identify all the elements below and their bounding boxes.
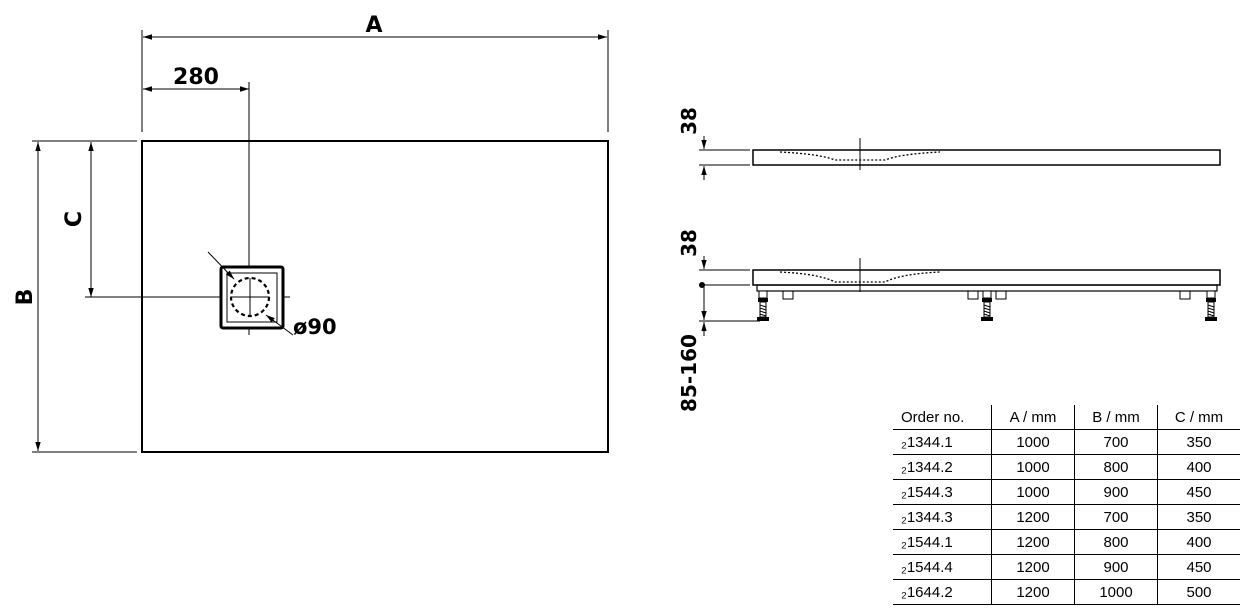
cell-order-no: ₂1544.3 [893,479,992,505]
cell-c: 350 [1157,429,1240,455]
frame-bracket-icon [995,290,1007,300]
table-row: ₂1344.1 1000 700 350 [893,429,1240,455]
cell-order-no: ₂1544.4 [893,554,992,580]
cell-b: 900 [1074,479,1158,505]
cell-order-no: ₂1344.2 [893,454,992,480]
table-header-row: Order no. A / mm B / mm C / mm [893,405,1240,430]
header-order-no: Order no. [893,405,992,430]
table-row: ₂1344.2 1000 800 400 [893,454,1240,480]
adjustable-leg-icon [757,290,769,321]
side-view-legs: 38 85-160 [677,229,1221,412]
cell-a: 1200 [991,504,1075,530]
leg-range-label: 85-160 [677,334,701,412]
cell-c: 350 [1157,504,1240,530]
frame-bracket-icon [1179,290,1191,300]
cell-order-no: ₂1344.3 [893,504,992,530]
frame-bracket-icon [782,290,794,300]
table-row: ₂1644.2 1200 1000 500 [893,579,1240,605]
drain-diameter-leader-bottom [265,314,294,336]
table-row: ₂1544.3 1000 900 450 [893,479,1240,505]
drain-icon [219,265,285,330]
cell-a: 1000 [991,454,1075,480]
table-row: ₂1544.1 1200 800 400 [893,529,1240,555]
table-row: ₂1544.4 1200 900 450 [893,554,1240,580]
dimension-c-label: C [62,211,87,227]
cell-b: 800 [1074,454,1158,480]
cell-a: 1000 [991,479,1075,505]
support-frame [756,284,1218,292]
cell-order-no: ₂1544.1 [893,529,992,555]
header-a: A / mm [991,405,1075,430]
cell-c: 400 [1157,454,1240,480]
cell-a: 1000 [991,429,1075,455]
cell-a: 1200 [991,529,1075,555]
header-c: C / mm [1157,405,1240,430]
cell-order-no: ₂1344.1 [893,429,992,455]
cell-a: 1200 [991,554,1075,580]
cell-a: 1200 [991,579,1075,605]
adjustable-leg-icon [1205,290,1217,321]
frame-bracket-icon [967,290,979,300]
header-b: B / mm [1074,405,1158,430]
order-table: Order no. A / mm B / mm C / mm ₂1344.1 1… [893,405,1240,605]
cell-b: 800 [1074,529,1158,555]
cell-b: 1000 [1074,579,1158,605]
cell-c: 450 [1157,479,1240,505]
drain-diameter-leader-top [207,251,235,280]
plan-view: A 280 B C ø90 [13,13,609,453]
adjustable-leg-icon [981,290,993,321]
dimension-a-label: A [365,13,382,38]
cell-c: 450 [1157,554,1240,580]
drain-diameter-label: ø90 [293,315,337,339]
tray-side-profile [752,149,1221,166]
cell-c: 500 [1157,579,1240,605]
dimension-offset-label: 280 [173,65,219,90]
height-top-label: 38 [677,107,701,135]
cell-b: 700 [1074,504,1158,530]
cell-b: 700 [1074,429,1158,455]
reference-dot [699,282,705,288]
cell-order-no: ₂1644.2 [893,579,992,605]
side-view-flat: 38 [677,107,1221,180]
tray-side-profile-legs [752,269,1221,286]
dimension-b-label: B [13,289,38,306]
cell-b: 900 [1074,554,1158,580]
height-bottom-label: 38 [677,229,701,257]
cell-c: 400 [1157,529,1240,555]
table-row: ₂1344.3 1200 700 350 [893,504,1240,530]
